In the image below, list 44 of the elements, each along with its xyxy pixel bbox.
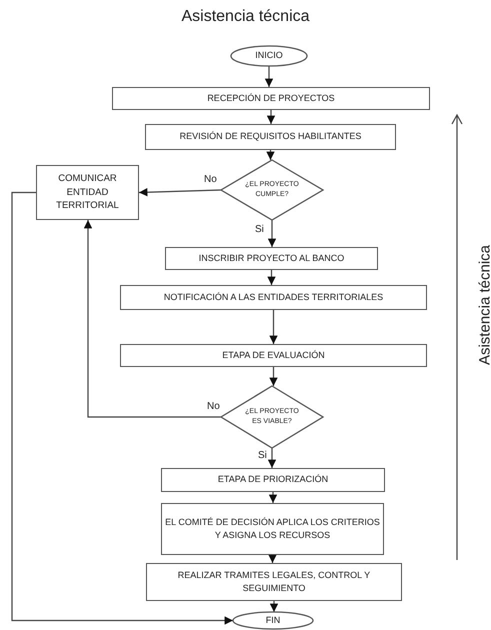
process-box [161,503,384,555]
terminal-ellipse [231,46,307,66]
node-text: FIN [266,614,280,627]
arrow [266,110,276,124]
arrow [266,150,275,160]
arrow [268,220,276,247]
node-text: COMUNICAR ENTIDAD TERRITORIAL [55,172,120,214]
process-box [112,87,430,110]
node-text: ETAPA DE EVALUACIÓN [222,348,325,362]
edge-label: No [206,401,221,412]
terminal-ellipse [233,612,313,629]
arrow [269,310,278,344]
side-label: Asistencia técnica [476,244,491,366]
edge-label: Si [254,224,265,235]
decision-diamond [221,160,323,220]
arrow [264,66,274,87]
node-text: RECEPCIÓN DE PROYECTOS [207,92,335,105]
node-text: REALIZAR TRAMITES LEGALES, CONTROL Y SEGUIMIENTO [176,568,372,595]
arrow [11,192,233,625]
arrow [270,601,278,612]
process-box [165,247,378,270]
arrow [268,492,278,503]
arrow [267,270,276,285]
arrow [268,448,276,468]
arrow [138,188,222,196]
process-box [120,285,427,310]
process-box [120,344,427,367]
arrow [84,220,221,418]
arrow [269,367,278,386]
process-box [161,468,385,492]
node-text: NOTIFICACIÓN A LAS ENTIDADES TERRITORIALES [164,290,384,304]
arrow [268,554,277,563]
process-box [36,165,139,220]
node-text: ETAPA DE PRIORIZACIÓN [218,473,328,486]
node-text: INSCRIBIR PROYECTO AL BANCO [198,252,344,265]
node-text: REVISIÓN DE REQUISITOS HABILITANTES [180,130,362,144]
process-box [145,124,396,150]
node-text: INICIO [255,49,283,62]
node-text: EL COMITÉ DE DECISIÓN APLICA LOS CRITERIOS Y ASIGNA LOS RECURSOS [164,516,381,542]
diagram-title: Asistencia técnica [180,8,311,26]
process-box [146,563,402,601]
edge-label: No [203,174,218,185]
edge-label: Si [257,450,268,461]
decision-diamond [221,386,323,448]
